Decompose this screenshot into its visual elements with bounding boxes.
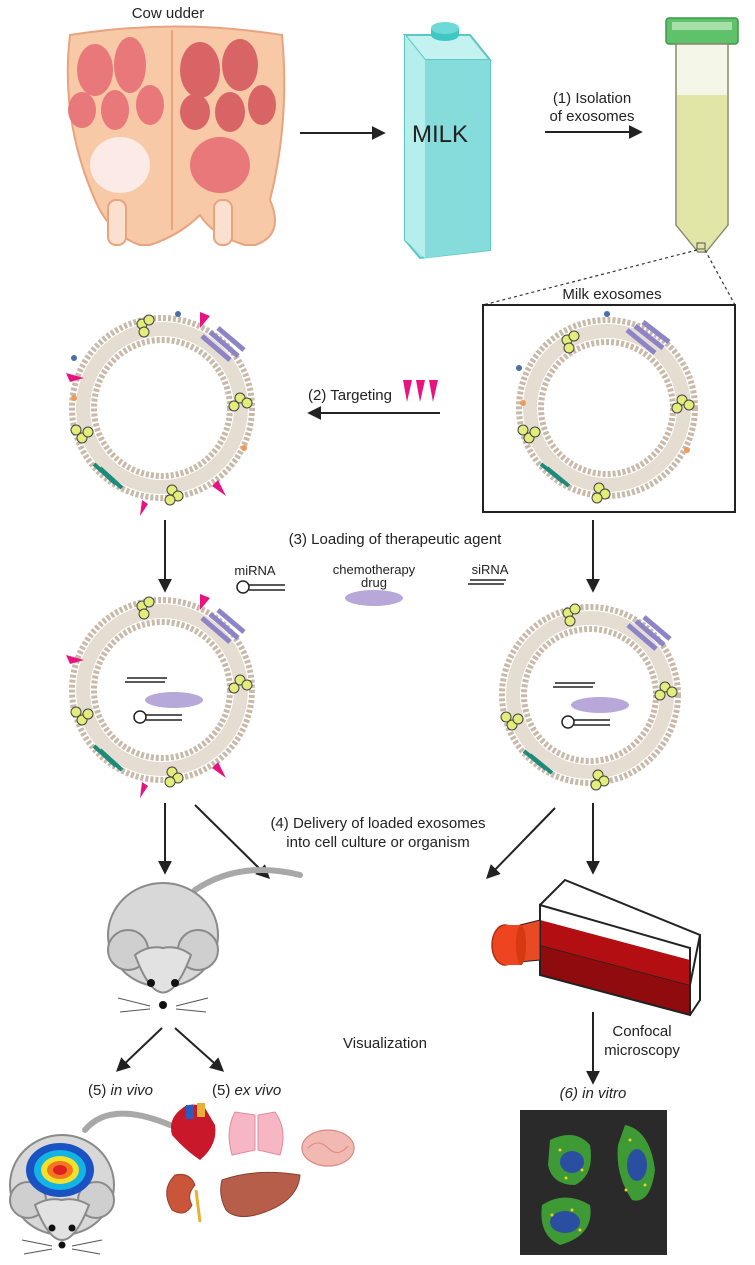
visualization-label: Visualization [343, 1035, 427, 1052]
in-vivo-imaging-mouse [9, 1110, 173, 1255]
milk-exosome [516, 311, 698, 504]
lungs-icon [228, 1111, 284, 1156]
loaded-targeted-exosome [66, 594, 255, 798]
milk-label: MILK [412, 121, 468, 148]
brain-icon [301, 1129, 355, 1167]
arrow-delivery-diag-right [486, 807, 556, 880]
kidney-icon [166, 1174, 202, 1223]
confocal-micrograph [520, 1110, 667, 1255]
drug-icon [345, 590, 403, 606]
arrow-in-vivo [115, 1027, 163, 1072]
milk-exosomes-label: Milk exosomes [562, 286, 661, 303]
cow-udder-illustration: Cow udder [66, 5, 286, 246]
isolation-label-line1: (1) Isolation [553, 90, 631, 107]
delivery-label-line1: (4) Delivery of loaded exosomes [270, 815, 485, 832]
zoom-line-left [482, 249, 698, 306]
confocal-label-line2: microscopy [604, 1042, 680, 1059]
isolation-label-line2: of exosomes [549, 108, 634, 125]
chemo-label-line1: chemotherapy [333, 562, 416, 577]
liver-icon [220, 1171, 301, 1217]
sirna-label: siRNA [472, 562, 509, 577]
milk-carton: MILK [402, 22, 493, 260]
targeted-exosome [66, 311, 255, 516]
ex-vivo-label: (5) ex vivo [212, 1082, 281, 1099]
targeting-ligands-icon [403, 380, 438, 402]
targeting-label: (2) Targeting [308, 387, 392, 404]
ex-vivo-organs [166, 1103, 355, 1223]
mirna-icon [236, 580, 285, 594]
sirna-icon [468, 579, 506, 585]
arrow-ex-vivo [174, 1027, 225, 1072]
confocal-label-line1: Confocal [612, 1023, 671, 1040]
mouse-illustration [107, 867, 303, 1013]
culture-flask [491, 878, 702, 1017]
milk-exosomes-box [482, 304, 736, 513]
cow-udder-label: Cow udder [132, 5, 205, 22]
heart-icon [171, 1103, 216, 1160]
chemo-label-line2: drug [361, 575, 387, 590]
loaded-milk-exosome [499, 603, 681, 791]
mirna-label: miRNA [234, 563, 275, 578]
zoom-line-right [704, 249, 736, 306]
delivery-label-line2: into cell culture or organism [286, 834, 469, 851]
in-vitro-label: (6) in vitro [560, 1085, 627, 1102]
centrifuge-tube [665, 17, 739, 253]
arrow-delivery-diag-left [194, 804, 270, 879]
in-vivo-label: (5) in vivo [88, 1082, 153, 1099]
loading-label: (3) Loading of therapeutic agent [289, 531, 502, 548]
